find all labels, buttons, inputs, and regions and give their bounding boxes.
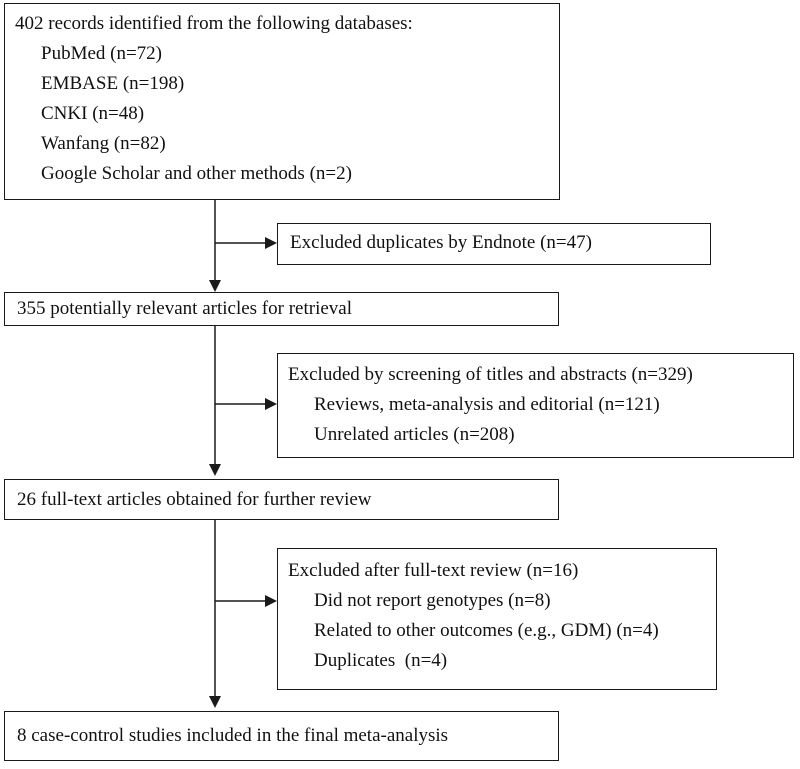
source-google-scholar: Google Scholar and other methods (n=2) — [41, 163, 352, 184]
screening-reason-reviews: Reviews, meta-analysis and editorial (n=… — [314, 394, 660, 415]
arrowhead-right-fulltext — [265, 595, 277, 607]
arrowhead-down-1 — [209, 280, 221, 292]
screening-excluded-box: Excluded by screening of titles and abst… — [277, 353, 794, 458]
arrowhead-down-3 — [209, 696, 221, 708]
included-box: 8 case-control studies included in the f… — [4, 711, 559, 761]
identification-box: 402 records identified from the followin… — [4, 3, 560, 200]
source-cnki: CNKI (n=48) — [41, 103, 145, 124]
source-wanfang: Wanfang (n=82) — [41, 133, 166, 154]
full-text-box: 26 full-text articles obtained for furth… — [4, 479, 559, 520]
source-pubmed: PubMed (n=72) — [41, 43, 163, 64]
arrowhead-right-duplicates — [265, 237, 277, 249]
arrowhead-right-screening — [265, 398, 277, 410]
full-text-reason-genotypes: Did not report genotypes (n=8) — [314, 590, 551, 611]
screening-excluded-header: Excluded by screening of titles and abst… — [288, 364, 693, 385]
duplicates-excluded-box: Excluded duplicates by Endnote (n=47) — [277, 223, 711, 265]
retrieval-text: 355 potentially relevant articles for re… — [17, 298, 352, 319]
full-text-excluded-header: Excluded after full-text review (n=16) — [288, 560, 579, 581]
screening-reason-unrelated: Unrelated articles (n=208) — [314, 424, 515, 445]
identification-header: 402 records identified from the followin… — [15, 13, 413, 34]
full-text-reason-outcomes: Related to other outcomes (e.g., GDM) (n… — [314, 620, 659, 641]
source-embase: EMBASE (n=198) — [41, 73, 185, 94]
arrowhead-down-2 — [209, 464, 221, 476]
full-text-reason-duplicates: Duplicates (n=4) — [314, 650, 448, 671]
full-text-text: 26 full-text articles obtained for furth… — [17, 489, 372, 510]
full-text-excluded-box: Excluded after full-text review (n=16) D… — [277, 548, 717, 690]
duplicates-excluded-text: Excluded duplicates by Endnote (n=47) — [290, 232, 592, 253]
included-text: 8 case-control studies included in the f… — [17, 725, 449, 746]
retrieval-box: 355 potentially relevant articles for re… — [4, 292, 559, 326]
